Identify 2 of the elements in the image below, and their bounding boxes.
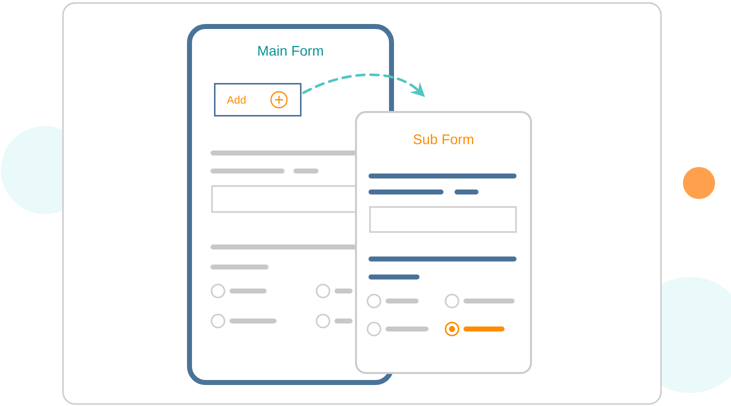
form-card: Sub Form	[355, 111, 532, 374]
add-button: Add	[214, 83, 302, 116]
